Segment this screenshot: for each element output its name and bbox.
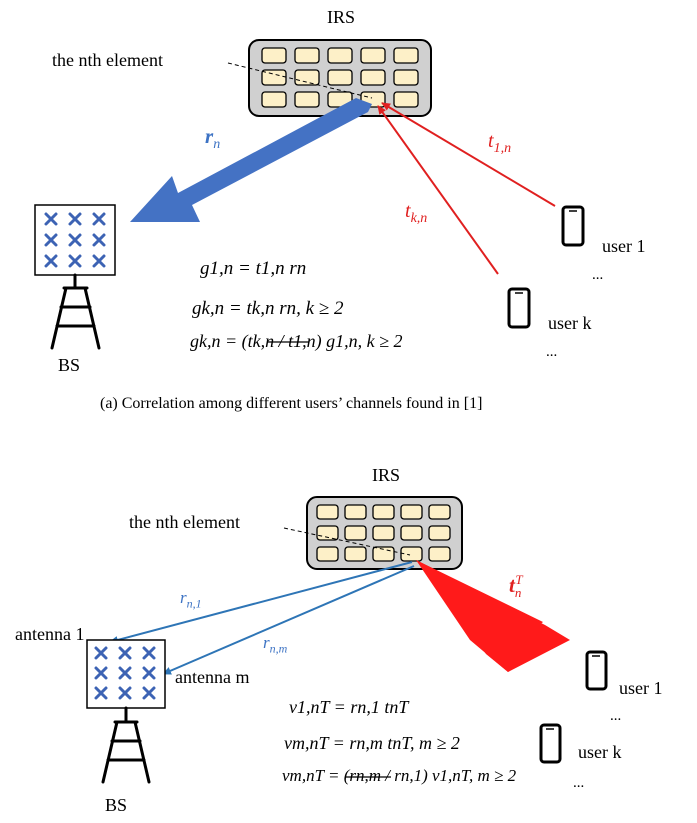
equation-1-a: g1,n = t1,n rn [200, 258, 307, 279]
userk-label-a: user k [548, 313, 592, 333]
tkn-label-a: tk,n [405, 200, 427, 227]
equation-2-b: vm,nT = rn,m tnT, m ≥ 2 [284, 733, 460, 753]
bs-tower-b [101, 706, 151, 784]
dots1-a: ... [592, 267, 604, 283]
caption-a: (a) Correlation among different users’ c… [100, 395, 483, 412]
phone-user1-b [585, 650, 608, 691]
antennam-label-b: antenna m [175, 667, 250, 687]
equation-2-a: gk,n = tk,n rn, k ≥ 2 [192, 298, 344, 319]
dots1-b: ... [610, 708, 622, 724]
irs-panel-a [248, 39, 432, 117]
irs-label-a: IRS [327, 7, 356, 27]
bs-label-a: BS [58, 355, 81, 375]
rn1-arrow-b [109, 561, 413, 644]
rn1-label-b: rn,1 [180, 588, 202, 611]
rn-label-a: rn [205, 124, 220, 153]
phone-userk-a [507, 287, 531, 329]
irs-label-b: IRS [372, 465, 401, 485]
irs-panel-b [306, 496, 463, 570]
rnm-arrow-b [162, 565, 415, 675]
dots2-b: ... [573, 775, 585, 791]
equation-3-a: gk,n = (tk,n / t1,n) g1,n, k ≥ 2 [190, 331, 403, 351]
rn1-subscript: n,1 [186, 596, 202, 611]
tnT-label-b: tnT [509, 572, 523, 601]
tkn-arrow-a [377, 105, 499, 275]
t1n-subscript: 1,n [493, 141, 512, 156]
element-leader-a [227, 62, 373, 99]
rnm-label-b: rn,m [263, 633, 287, 656]
bs-tower-a [50, 273, 101, 350]
tkn-symbol: t [405, 200, 411, 222]
bs-array-a [34, 204, 116, 276]
t1n-symbol: t [488, 130, 494, 152]
element-label-b: the nth element [129, 512, 240, 532]
t1n-label-a: t1,n [488, 130, 511, 157]
userk-label-b: user k [578, 742, 622, 762]
element-label-a: the nth element [52, 50, 163, 70]
tnT-superscript: T [515, 572, 523, 587]
bs-label-b: BS [105, 795, 128, 815]
rn-symbol: r [205, 124, 214, 148]
tnT-subscript: n [514, 585, 522, 601]
rnm-symbol: r [263, 633, 270, 652]
equation-3-b: vm,nT = (rn,m / rn,1) v1,nT, m ≥ 2 [282, 766, 517, 785]
dots2-a: ... [546, 344, 558, 360]
rn-arrow-a [130, 98, 372, 222]
user1-label-a: user 1 [602, 236, 646, 256]
rn1-symbol: r [180, 588, 187, 607]
tnT-arrow-head-b [416, 560, 570, 672]
tnT-symbol: t [509, 573, 515, 597]
tkn-subscript: k,n [410, 211, 428, 226]
phone-userk-b [539, 723, 562, 764]
rn-subscript: n [213, 137, 221, 153]
equation-1-b: v1,nT = rn,1 tnT [289, 697, 409, 717]
element-leader-b [283, 527, 411, 556]
antenna1-label-b: antenna 1 [15, 624, 85, 644]
phone-user1-a [561, 205, 585, 247]
t1n-arrow-a [381, 102, 556, 207]
rnm-subscript: n,m [269, 641, 288, 656]
bs-array-b [86, 639, 166, 709]
user1-label-b: user 1 [619, 678, 663, 698]
